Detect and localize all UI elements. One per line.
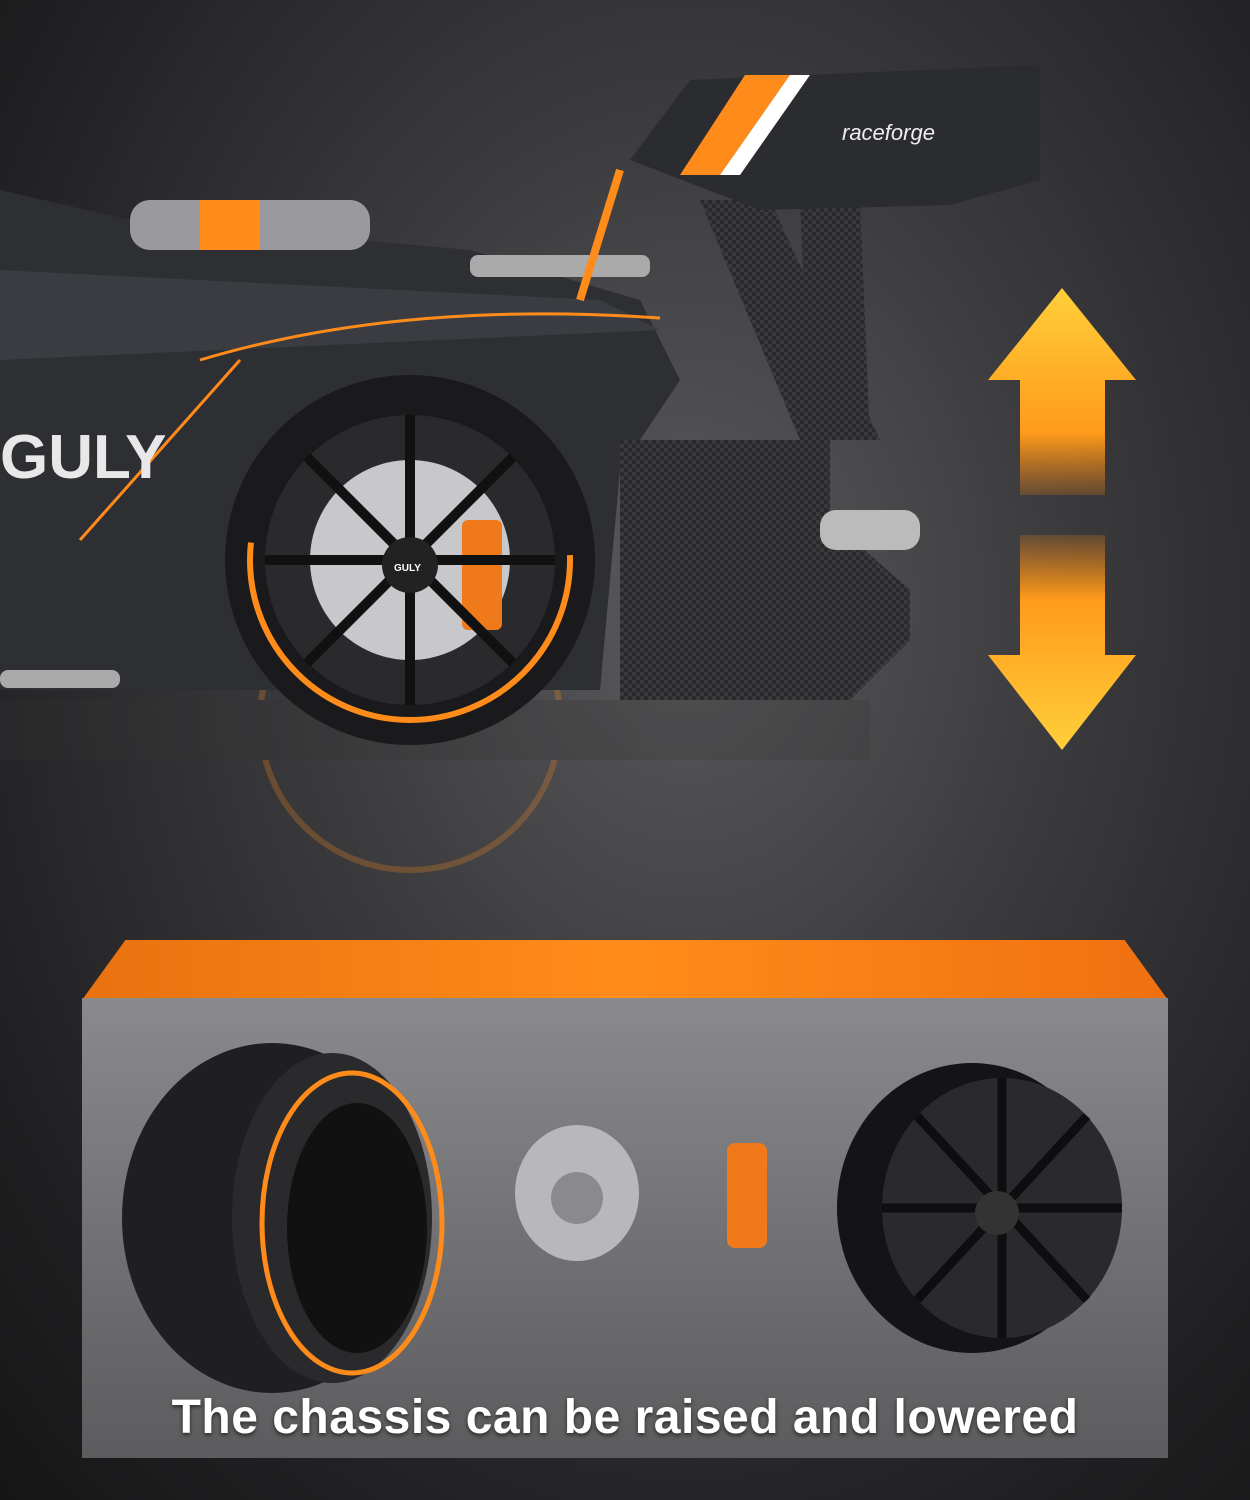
brake-disc-part: [515, 1125, 639, 1261]
parts-panel: [82, 998, 1168, 1458]
rear-wheel: GULY: [225, 375, 595, 745]
brake-caliper-part: [727, 1143, 767, 1248]
caption-text: The chassis can be raised and lowered: [171, 1391, 1079, 1444]
arrow-down-icon: [988, 535, 1136, 750]
panel-header-band: [82, 940, 1168, 1000]
parts-illustration: [122, 1043, 1122, 1393]
car-illustration: raceforge GULY GULY: [0, 65, 1136, 873]
hub-brand-logo: GULY: [394, 563, 421, 574]
wing-brand-logo: raceforge: [842, 120, 935, 145]
rim-part: [837, 1063, 1122, 1353]
side-brand-logo: GULY: [0, 423, 167, 492]
arrow-up-icon: [988, 288, 1136, 495]
tire-part: [122, 1043, 445, 1393]
